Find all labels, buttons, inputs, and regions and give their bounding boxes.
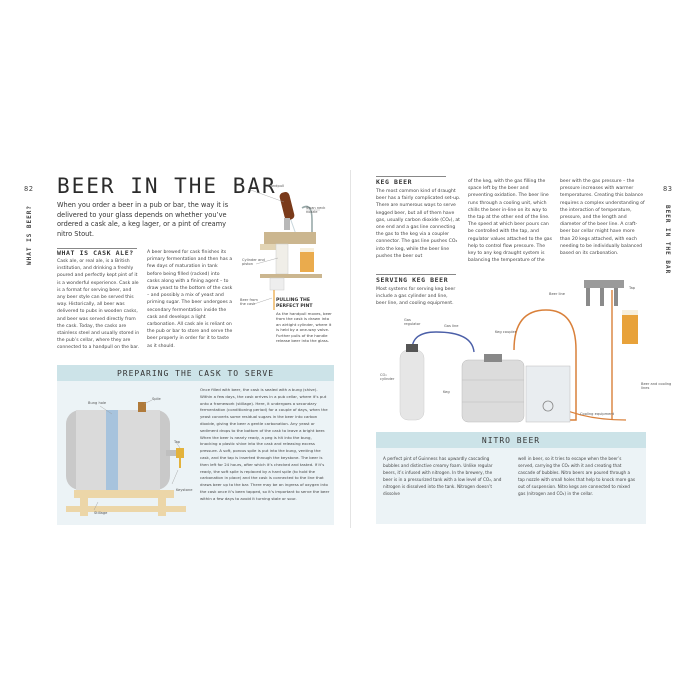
page-title: BEER IN THE BAR [57,174,277,198]
label-swan-neck: Swan neck nozzle [306,206,326,215]
page-number-left: 82 [24,185,34,193]
keg-column-2: of the keg, with the gas filling the spa… [468,179,552,264]
keg-system-diagram [399,280,638,423]
intro-paragraph: When you order a beer in a pub or bar, t… [57,201,229,238]
cask-prep-heading: PREPARING THE CASK TO SERVE [57,365,334,381]
label-tap-keg: Tap [629,286,636,290]
label-keg-coupler: Keg coupler [495,330,517,334]
cask-column-1: Cask ale, or real ale, is a British inst… [57,259,140,351]
keg-column-1: The most common kind of draught beer has… [376,189,461,259]
label-keystone: Keystone [176,488,193,492]
running-head-right: BEER IN THE BAR [664,205,671,275]
keg-column-3: beer with the gas pressure – the pressur… [560,179,645,257]
cask-illustration [66,399,186,516]
label-stillage: Stillage [94,511,108,515]
heading-rule [57,248,137,249]
serving-heading-rule [376,274,456,275]
pint-caption-title: PULLING THE PERFECT PINT [276,298,313,309]
label-handpull: Handpull [268,184,285,188]
keg-heading: KEG BEER [376,178,413,186]
page-number-right: 83 [663,185,673,193]
nitro-column-2: well in beer, so it tries to escape when… [518,456,636,496]
label-beer-from-cask: Beer from the cask [240,298,258,307]
label-beer-cooling-lines: Beer and cooling lines [641,382,672,391]
label-beer-line: Beer line [549,292,565,296]
handpull-illustration [240,188,340,340]
label-gas-regulator: Gas regulator [404,318,421,327]
cask-heading: WHAT IS CASK ALE? [57,249,134,257]
cask-column-2: A beer brewed for cask finishes its prim… [147,250,233,349]
page-gutter [350,170,351,528]
label-tap: Tap [174,440,181,444]
serving-heading: SERVING KEG BEER [376,276,449,284]
keg-heading-rule [376,176,446,177]
label-co2-cylinder: CO₂ cylinder [380,373,395,382]
label-keg: Keg [443,390,450,394]
label-spile: Spile [152,397,161,401]
label-bung-hole: Bung hole [88,401,107,405]
label-cylinder: Cylinder and piston [242,258,265,267]
pint-caption: As the handpull moves, beer from the cas… [276,311,332,344]
cask-prep-text: Once filled with beer, the cask is seale… [200,387,330,501]
label-gas-line: Gas line [444,324,459,328]
nitro-heading: NITRO BEER [376,432,646,448]
running-head-left: WHAT IS BEER? [26,205,33,265]
label-cooling-equipment: Cooling equipment [580,412,615,416]
nitro-column-1: A perfect pint of Guinness has upwardly … [383,456,502,496]
serving-text: Most systems for serving keg beer includ… [376,287,456,307]
